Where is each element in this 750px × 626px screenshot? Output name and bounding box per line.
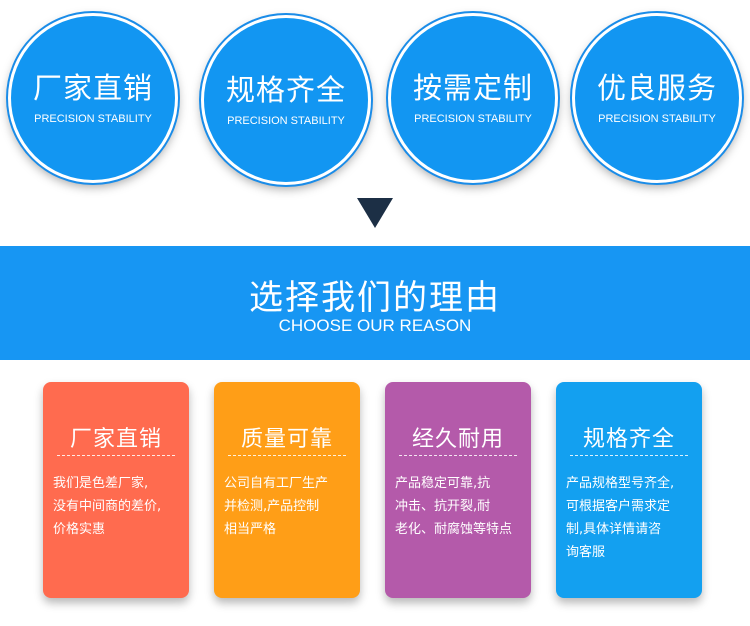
reason-card-durable: 经久耐用 产品稳定可靠,抗 冲击、抗开裂,耐 老化、耐腐蚀等特点 (385, 382, 531, 598)
card-line: 冲击、抗开裂,耐 (395, 499, 491, 514)
card-title: 质量可靠 (240, 427, 333, 452)
feature-circle-custom-made: 按需定制 PRECISION STABILITY (388, 13, 558, 183)
card-line: 询客服 (566, 545, 606, 560)
reason-card-factory-direct: 厂家直销 我们是色差厂家, 没有中间商的差价, 价格实惠 (43, 382, 189, 598)
circle-title: 厂家直销 (32, 71, 153, 105)
card-divider (228, 455, 346, 456)
card-line: 可根据客户需求定 (566, 499, 671, 514)
feature-circle-full-specs: 规格齐全 PRECISION STABILITY (201, 15, 371, 185)
card-line: 产品规格型号齐全, (566, 476, 675, 491)
card-line: 没有中间商的差价, (53, 499, 162, 514)
circle-title: 按需定制 (412, 71, 533, 105)
card-divider (399, 455, 517, 456)
reason-banner: 选择我们的理由 CHOOSE OUR REASON (0, 246, 750, 360)
card-line: 相当严格 (224, 522, 277, 537)
card-body: 我们是色差厂家, 没有中间商的差价, 价格实惠 (53, 472, 181, 541)
banner-title: 选择我们的理由 (249, 278, 501, 318)
circle-title: 规格齐全 (225, 73, 346, 107)
card-line: 公司自有工厂生产 (224, 476, 329, 491)
card-title: 厂家直销 (69, 427, 162, 452)
circle-title: 优良服务 (596, 71, 717, 105)
card-title: 规格齐全 (582, 427, 675, 452)
card-line: 产品稳定可靠,抗 (395, 476, 491, 491)
card-divider (57, 455, 175, 456)
circle-subtitle: PRECISION STABILITY (598, 113, 716, 125)
card-body: 产品规格型号齐全, 可根据客户需求定 制,具体详情请咨 询客服 (566, 472, 694, 564)
circle-subtitle: PRECISION STABILITY (34, 113, 152, 125)
card-line: 价格实惠 (53, 522, 106, 537)
circle-subtitle: PRECISION STABILITY (227, 115, 345, 127)
feature-circle-good-service: 优良服务 PRECISION STABILITY (572, 13, 742, 183)
circle-subtitle: PRECISION STABILITY (414, 113, 532, 125)
card-body: 公司自有工厂生产 并检测,产品控制 相当严格 (224, 472, 352, 541)
card-line: 制,具体详情请咨 (566, 522, 662, 537)
reason-card-full-specs: 规格齐全 产品规格型号齐全, 可根据客户需求定 制,具体详情请咨 询客服 (556, 382, 702, 598)
card-line: 老化、耐腐蚀等特点 (395, 522, 513, 537)
banner-subtitle: CHOOSE OUR REASON (278, 316, 472, 335)
card-body: 产品稳定可靠,抗 冲击、抗开裂,耐 老化、耐腐蚀等特点 (395, 472, 523, 541)
reason-card-reliable-quality: 质量可靠 公司自有工厂生产 并检测,产品控制 相当严格 (214, 382, 360, 598)
card-line: 并检测,产品控制 (224, 499, 320, 514)
down-triangle-icon (357, 198, 393, 228)
card-divider (570, 455, 688, 456)
card-line: 我们是色差厂家, (53, 476, 149, 491)
card-title: 经久耐用 (411, 427, 504, 452)
feature-circle-factory-direct: 厂家直销 PRECISION STABILITY (8, 13, 178, 183)
